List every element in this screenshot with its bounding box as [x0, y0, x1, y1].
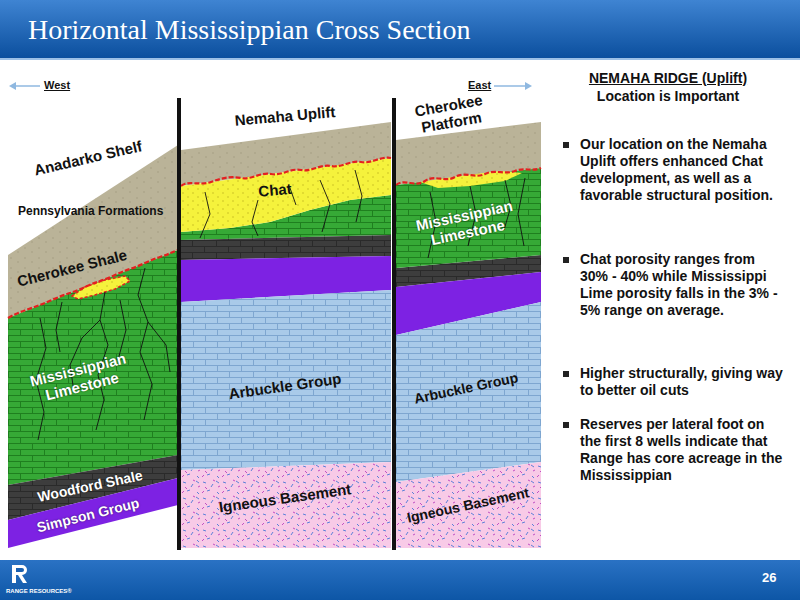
- bullet-text: Chat porosity ranges from 30% - 40% whil…: [580, 251, 785, 319]
- direction-arrow: [494, 85, 526, 87]
- fracture-line: [96, 292, 108, 430]
- region-heading: Cherokee Platform: [398, 88, 502, 139]
- layer-label: Arbuckle Group: [396, 366, 536, 411]
- logo-mark: [12, 565, 27, 583]
- unconformity-line: [396, 168, 541, 185]
- layer-shape: [181, 95, 392, 548]
- fracture-line: [252, 200, 258, 236]
- slide-title: Horizontal Mississippian Cross Section: [28, 14, 471, 46]
- fracture-line: [518, 178, 525, 246]
- formation-label: Pennsylvania Formations: [18, 205, 163, 219]
- section-divider: [392, 98, 396, 550]
- unconformity-line: [8, 250, 178, 318]
- bullet-mark: [563, 371, 569, 377]
- layer-label: Mississippian Limestone: [404, 195, 529, 254]
- layer-label: Arbuckle Group: [200, 366, 371, 407]
- layer-shape: [396, 95, 542, 548]
- layer-fill: [8, 250, 178, 485]
- direction-label: West: [44, 79, 70, 92]
- rock-layer: [181, 122, 391, 186]
- fracture-line: [468, 186, 476, 246]
- fracture-line: [355, 170, 362, 222]
- layer-label: Igneous Basement: [395, 482, 540, 528]
- layer-label: Cherokee Shale: [0, 241, 147, 294]
- layer-label: Simpson Group: [8, 488, 167, 542]
- region-heading: Nemaha Uplift: [200, 100, 371, 132]
- layer-label: Igneous Basement: [190, 476, 381, 520]
- bullet-mark: [563, 257, 569, 263]
- fracture-line: [320, 180, 330, 232]
- fracture-line: [56, 302, 62, 352]
- bullet-text: Higher structurally, giving way to bette…: [580, 365, 785, 399]
- layer-label: Mississippian Limestone: [18, 347, 143, 410]
- rock-layer: [181, 256, 391, 302]
- rock-layer: Arbuckle Group: [181, 95, 392, 548]
- rock-layer: Igneous Basement: [396, 95, 542, 548]
- layer-fill: [396, 462, 541, 548]
- fracture-line: [290, 188, 296, 205]
- region-heading: Anadarko Shelf: [3, 130, 173, 185]
- rock-layer: [396, 272, 541, 335]
- fracture-line: [148, 322, 170, 372]
- rock-layer: Mississippian Limestone: [396, 95, 542, 548]
- sidebar-subheading: Location is Important: [548, 88, 788, 104]
- fracture-line: [138, 268, 152, 420]
- layer-fill: [181, 290, 391, 470]
- layer-label: Chat: [234, 178, 315, 202]
- title-rule: [0, 58, 800, 60]
- layer-fill: [8, 478, 178, 548]
- arrow-head: [9, 82, 16, 90]
- unconformity-line: [181, 158, 391, 186]
- layer-fill: [396, 302, 541, 482]
- layer-fill: [181, 158, 391, 232]
- layer-fill: [396, 168, 541, 268]
- title-bar: [0, 0, 800, 58]
- fracture-line: [428, 192, 436, 258]
- bullet-text: Reserves per lateral foot on the first 8…: [580, 416, 785, 484]
- fracture-line: [70, 320, 100, 392]
- fracture-line: [504, 180, 511, 230]
- sidebar-heading: NEMAHA RIDGE (Uplift): [548, 70, 788, 86]
- direction-label: East: [468, 79, 491, 92]
- rock-layer: Arbuckle Group: [396, 95, 542, 548]
- rock-layer: [181, 195, 391, 240]
- footer-bar: [0, 560, 800, 600]
- fracture-line: [118, 300, 126, 360]
- logo-mark-hole: [16, 568, 24, 572]
- layer-fill: [181, 462, 391, 548]
- chat-lens: [420, 171, 522, 188]
- rock-layer: Chat: [181, 95, 392, 548]
- layer-shape: [396, 95, 542, 548]
- logo-text: RANGE RESOURCES®: [6, 588, 72, 595]
- page-number: 26: [762, 571, 776, 586]
- fracture-lines: [36, 170, 525, 440]
- chat-lens: [72, 276, 130, 299]
- layer-shape: [181, 95, 392, 548]
- arrow-head: [525, 82, 532, 90]
- rock-layer: [396, 122, 541, 185]
- fracture-line: [200, 192, 210, 238]
- layer-shape: [396, 95, 542, 548]
- layer-fill: [8, 455, 178, 520]
- rock-layer: Igneous Basement: [181, 95, 392, 548]
- bullet-mark: [563, 142, 569, 148]
- layer-label: Woodford Shale: [10, 461, 170, 510]
- direction-arrow: [14, 85, 40, 87]
- layer-shape: [181, 95, 392, 548]
- fracture-line: [36, 318, 46, 440]
- bullet-mark: [563, 422, 569, 428]
- rock-layer: [181, 235, 391, 260]
- section-divider: [177, 98, 181, 550]
- bullet-text: Our location on the Nemaha Uplift offers…: [580, 136, 785, 204]
